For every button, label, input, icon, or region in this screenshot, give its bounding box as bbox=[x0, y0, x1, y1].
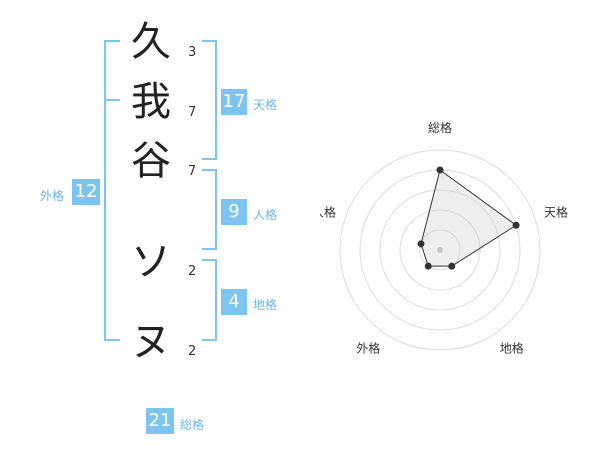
radar-point-1 bbox=[436, 166, 444, 174]
radar-ring bbox=[379, 189, 501, 311]
radar-axis-label-3: 地格 bbox=[500, 341, 524, 356]
radar-point-5 bbox=[417, 240, 425, 248]
radar-ring bbox=[419, 229, 461, 271]
tenkaku-label: 天格 bbox=[253, 98, 278, 112]
jinkaku-bracket bbox=[202, 169, 217, 250]
soukaku-value-badge: 21 bbox=[146, 408, 174, 434]
gaikaku-bracket bbox=[104, 40, 120, 341]
radar-point-3 bbox=[448, 262, 456, 270]
name-char-3: 谷 bbox=[131, 138, 171, 184]
gaikaku-bracket-tick bbox=[104, 99, 120, 101]
chikaku-bracket bbox=[202, 259, 217, 341]
stroke-count-1: 3 bbox=[188, 45, 197, 60]
chikaku-label: 地格 bbox=[253, 298, 278, 312]
name-char-1: 久 bbox=[131, 19, 171, 65]
radar-polygon-group bbox=[417, 166, 520, 270]
radar-axis-label-1: 総格 bbox=[428, 120, 452, 135]
stroke-count-3: 7 bbox=[188, 164, 197, 179]
soukaku-label: 総格 bbox=[180, 418, 205, 432]
radar-axis-label-5: 人格 bbox=[320, 204, 336, 219]
gaikaku-value-badge: 12 bbox=[72, 179, 100, 205]
chikaku-value-badge: 4 bbox=[221, 289, 247, 315]
radar-point-4 bbox=[424, 262, 432, 270]
tenkaku-bracket bbox=[202, 40, 217, 160]
gaikaku-label: 外格 bbox=[40, 189, 65, 203]
radar-grid bbox=[339, 149, 541, 351]
radar-axis-label-4: 外格 bbox=[356, 341, 380, 356]
name-char-5: ヌ bbox=[131, 319, 171, 365]
name-char-2: 我 bbox=[131, 79, 171, 125]
stroke-count-5: 2 bbox=[188, 344, 197, 359]
radar-center bbox=[437, 247, 443, 253]
tenkaku-value-badge: 17 bbox=[221, 89, 247, 115]
radar-axis-label-2: 天格 bbox=[544, 204, 568, 219]
jinkaku-label: 人格 bbox=[253, 208, 278, 222]
stroke-count-2: 7 bbox=[188, 105, 197, 120]
radar-point-2 bbox=[512, 221, 520, 229]
jinkaku-value-badge: 9 bbox=[221, 199, 247, 225]
stroke-count-4: 2 bbox=[188, 264, 197, 279]
radar-polygon bbox=[420, 169, 517, 267]
radar-ring bbox=[399, 209, 481, 291]
name-char-4: ソ bbox=[131, 239, 171, 285]
radar-ring bbox=[339, 149, 541, 351]
